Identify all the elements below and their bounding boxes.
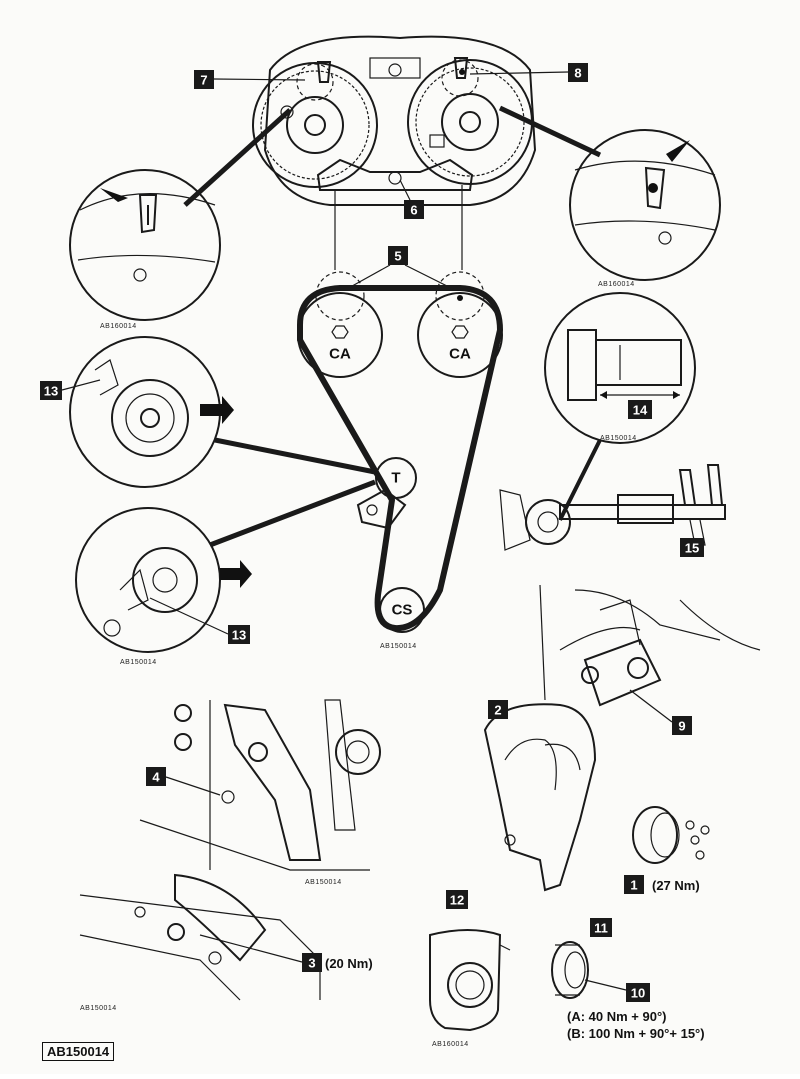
ref-right-detail: AB160014	[598, 281, 635, 288]
callout-12-label: 12	[450, 893, 464, 908]
sump-area: AB150014	[79, 873, 321, 1012]
tensioner-detail-top	[69, 336, 376, 488]
torque-item-10-b: (B: 100 Nm + 90°+ 15°)	[567, 1026, 705, 1041]
ref-belt-route: AB150014	[380, 643, 417, 650]
belt-routing: CA CA T CS AB150014	[297, 185, 503, 650]
callout-6: 6	[399, 179, 424, 219]
callout-5-label: 5	[394, 249, 401, 264]
cam-locking-tool	[316, 158, 474, 191]
callout-10-label: 10	[631, 986, 645, 1001]
right-timing-mark-detail: AB160014	[498, 105, 721, 288]
crank-pulley-label: CS	[392, 602, 413, 619]
callout-3: 3 (20 Nm)	[199, 934, 373, 972]
callout-14-label: 14	[633, 403, 648, 418]
callout-9-label: 9	[678, 719, 685, 734]
ref-tensioner-detail: AB150014	[120, 659, 157, 666]
callout-12: 12	[446, 890, 468, 909]
cam-pulley-left-label: CA	[329, 346, 351, 363]
left-timing-mark-detail: AB160014	[69, 108, 292, 330]
callout-13-bottom-label: 13	[232, 628, 246, 643]
callout-15-label: 15	[685, 541, 699, 556]
callout-13-bottom: 13	[149, 597, 250, 644]
callout-11-label: 11	[594, 921, 608, 936]
callout-8-label: 8	[574, 66, 581, 81]
tensioner-pulley-label: T	[391, 470, 400, 487]
left-cam-sprocket	[252, 62, 378, 188]
callout-8: 8	[469, 63, 588, 82]
callout-9: 9	[629, 689, 692, 735]
callout-15: 15	[680, 538, 704, 557]
crank-pulley-assembly	[551, 941, 589, 999]
engine-mount	[539, 584, 761, 707]
ref-tool-detail: AB150014	[600, 435, 637, 442]
engine-front-mount: AB150014	[139, 699, 381, 886]
callout-6-label: 6	[410, 203, 417, 218]
cam-pulley-left	[297, 292, 383, 378]
callout-13-top: 13	[40, 379, 101, 400]
callout-11: 11	[590, 918, 612, 937]
torque-item-1: (27 Nm)	[652, 878, 700, 893]
timing-cover	[483, 703, 597, 892]
callout-7: 7	[194, 70, 306, 89]
belt-cover-12: AB160014	[429, 929, 511, 1048]
auxiliary-pulley	[632, 806, 710, 864]
tool-measurement-detail: AB150014	[544, 292, 696, 521]
camshaft-assembly	[252, 35, 537, 206]
cam-pulley-right	[417, 292, 503, 378]
caliper-measurement	[499, 464, 726, 551]
callout-14: 14	[628, 400, 652, 419]
callout-1-label: 1	[630, 878, 637, 893]
callout-2-label: 2	[494, 703, 501, 718]
callout-10: 10 (A: 40 Nm + 90°) (B: 100 Nm + 90°+ 15…	[567, 979, 705, 1041]
ref-left-detail: AB160014	[100, 323, 137, 330]
cam-pulley-right-label: CA	[449, 346, 471, 363]
callout-4-label: 4	[152, 770, 160, 785]
ref-engine-front: AB150014	[305, 879, 342, 886]
callout-7-label: 7	[200, 73, 207, 88]
torque-item-10-a: (A: 40 Nm + 90°)	[567, 1009, 666, 1024]
tensioner-detail-bottom: AB150014	[75, 479, 376, 666]
callout-2: 2	[488, 700, 508, 719]
callout-1: 1 (27 Nm)	[624, 875, 700, 894]
ref-cover-12: AB160014	[432, 1041, 469, 1048]
callout-13-top-label: 13	[44, 384, 58, 399]
ref-sump: AB150014	[80, 1005, 117, 1012]
crank-pulley	[379, 587, 425, 633]
callout-3-label: 3	[308, 956, 315, 971]
callout-5: 5	[344, 246, 456, 291]
callout-4: 4	[146, 767, 221, 796]
figure-reference-code: AB150014	[42, 1042, 115, 1061]
right-cam-sprocket	[407, 59, 533, 185]
torque-item-3: (20 Nm)	[325, 956, 373, 971]
